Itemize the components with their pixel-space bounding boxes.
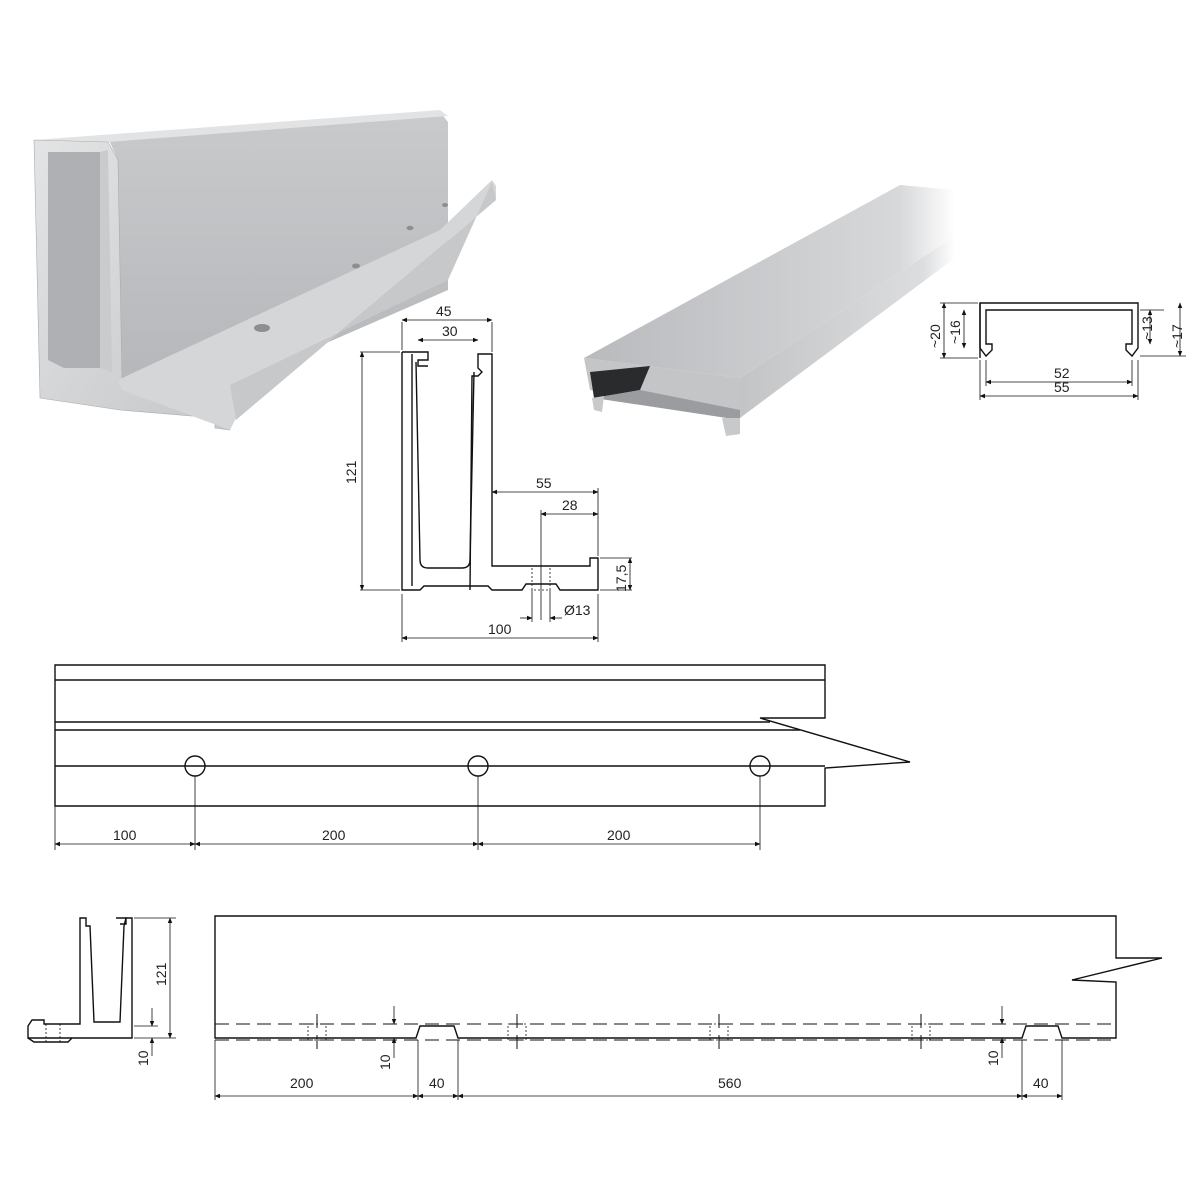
cap-3d-render: [584, 185, 955, 436]
dim-hole-offset: 28: [562, 497, 578, 513]
dim-cap-outer-height: ~20: [927, 324, 943, 348]
dim-small-height: 121: [153, 962, 169, 986]
dim-cap-inner-height: ~16: [947, 320, 963, 344]
dim-plan-spacing-2: 200: [322, 827, 346, 843]
cap-cross-section: ~20 ~16 ~13 ~17 52 55: [927, 302, 1186, 400]
dim-inner-width: 30: [442, 323, 458, 339]
dim-total-width: 100: [488, 621, 512, 637]
hidden-bolt-hole: [709, 1014, 729, 1050]
dim-side-gap-1: 40: [429, 1075, 445, 1091]
dim-plan-spacing-3: 200: [607, 827, 631, 843]
dim-hole-diameter: Ø13: [564, 602, 591, 618]
hidden-bolt-hole: [307, 1014, 327, 1050]
dim-side-depth-right: 10: [985, 1050, 1001, 1066]
hidden-bolt-hole: [911, 1014, 931, 1050]
dim-top-width: 45: [436, 303, 452, 319]
plan-view: 100 200 200: [54, 664, 911, 850]
dim-cap-outer-width: 55: [1054, 379, 1070, 395]
dim-side-spacing-1: 200: [290, 1075, 314, 1091]
side-view: 10 10 200 40 560 40: [214, 915, 1163, 1100]
hidden-bolt-hole: [507, 1014, 527, 1050]
dim-side-gap-2: 40: [1033, 1075, 1049, 1091]
dim-small-base: 10: [135, 1050, 151, 1066]
dim-flange-width: 55: [536, 475, 552, 491]
dim-side-depth-left: 10: [377, 1054, 393, 1070]
dim-cap-right-inner: ~13: [1139, 316, 1155, 340]
dim-flange-height: 17,5: [613, 565, 629, 592]
profile-3d-render: [33, 110, 496, 431]
small-cross-section: 121 10: [27, 917, 176, 1066]
dim-cap-right-outer: ~17: [1169, 324, 1185, 348]
dim-side-spacing-2: 560: [718, 1075, 742, 1091]
profile-cross-section: 45 30 121 55 28 17,5 Ø13 100: [343, 303, 633, 642]
dim-height: 121: [343, 460, 359, 484]
dim-cap-inner-width: 52: [1054, 365, 1070, 381]
dim-plan-spacing-1: 100: [113, 827, 137, 843]
